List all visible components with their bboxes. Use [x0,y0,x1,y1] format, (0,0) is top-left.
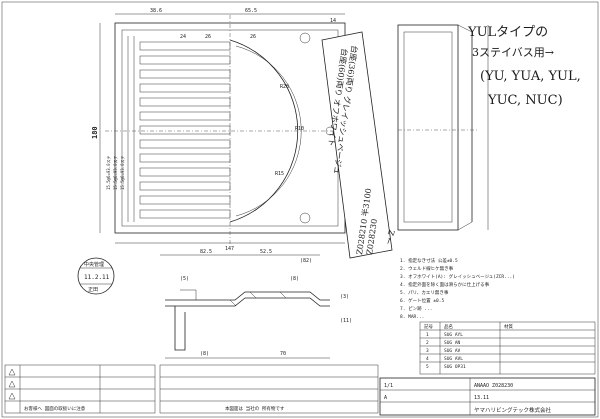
dim-b3: (82) [300,258,312,264]
parts-row-no: 5 [426,364,429,370]
note-3: 3. オフホワイト(A): グレイッシュベージュ(ZCR...) [400,273,515,280]
stamp-top: 中央管理 [84,261,104,268]
general-notes: 1. 指定なき寸法 公差±0.5 2. ウェルド線ヒケ無き事 3. オフホワイト… [400,257,515,320]
vertical-note-2: 15.5@6=93.0ステ [112,156,118,191]
dim-w3: 26 [250,34,256,40]
parts-header-3: 材質 [504,323,513,330]
dim-w2: 26 [205,34,211,40]
note-8: 8. MAR... [400,314,424,320]
parts-row-name: SUG AYL [444,332,463,338]
revision-table: お客様へ 図面の取扱いに注意 [4,364,156,414]
parts-row-no: 3 [426,348,429,354]
dim-height: 180 [91,126,99,139]
hw-line-1: YULタイプの [467,25,548,40]
vertical-note-3: 15.5@6=93.0ステ [119,156,125,191]
note-4: 4. 指定外面を除く面は滑らかに仕上げる事 [400,281,490,288]
parts-row-name: SUG AN [444,340,461,346]
dim-r1: R28 [280,84,289,90]
dim-r2: R10 [295,126,304,132]
drawing-date: 13.11 [474,395,489,401]
drawing-number: ANAAO Z028230 [474,383,513,389]
footer-left-note: お客様へ 図面の取扱いに注意 [24,405,86,412]
note-1: 1. 指定なき寸法 公差±0.5 [400,257,458,264]
dim-b1: 82.5 [200,249,212,255]
side-view [397,24,489,231]
section-view: 82.5 52.5 (82) (8) (5) (8) 70 (3) (11) [160,249,352,359]
bottom-strip: 本図面は 当社の 所有物です [159,364,379,414]
company-name: ヤマハリビングテック株式会社 [474,406,552,414]
parts-header-2: 品名 [444,323,453,330]
note-5: 5. パリ、カエリ無き事 [400,289,449,296]
dim-s1: (8) [200,351,209,357]
stamp-date: 11.2.11 [84,274,110,281]
grate-slots [139,41,231,219]
dim-s5: (3) [340,294,349,300]
dim-s4: 70 [280,351,286,357]
dim-bottom: 147 [225,246,234,252]
dim-r3: R15 [275,171,284,177]
mount-hole [299,212,311,224]
dim-s2: (5) [180,276,189,282]
vertical-note-1: 15.5@6=93.0ステ [105,156,111,191]
drawing-revision: A [384,395,387,401]
dim-top-b: 65.5 [245,8,257,14]
dim-top-c: 14 [330,18,336,24]
parts-row-no: 4 [426,356,429,362]
footer-center-note: 本図面は 当社の 所有物です [225,405,285,412]
parts-row-name: SUG OP31 [444,364,466,370]
approval-stamp: 中央管理 11.2.11 正田 [77,257,115,295]
hw-line-2: 3ステイバス用→ [472,46,554,59]
dim-s6: (11) [340,318,352,324]
parts-row-no: 1 [426,332,429,338]
dim-s3: (8) [290,276,299,282]
parts-row-no: 2 [426,340,429,346]
dim-w1: 24 [180,34,186,40]
note-2: 2. ウェルド線ヒケ無き事 [400,265,454,272]
handwritten-strip: 台座(36)両り グレイッシュベージュ 台座(60)両り オフホワイト Z028… [321,31,397,259]
stamp-bottom: 正田 [88,287,98,293]
dim-top-a: 38.6 [150,8,162,14]
mount-hole [299,32,311,44]
top-view: 38.6 65.5 14 24 26 26 R28 R10 R15 180 14… [91,8,346,252]
note-6: 6. ゲート位置 ±0.5 [400,297,444,304]
parts-table: 記号 品名 材質 1 SUG AYL 2 SUG AN 3 SUG AV 4 S… [419,321,596,375]
title-block: ANAAO Z028230 1/1 A 13.11 ヤマハリビングテック株式会社 [379,377,596,416]
note-7: 7. ピン跡 ... [400,305,432,312]
parts-row-name: SUG AV [444,348,461,354]
parts-row-name: SUG AVL [444,356,463,362]
hw-line-4: YUC, NUC) [487,93,563,108]
parts-header-1: 記号 [424,323,433,330]
handwritten-header: YULタイプの 3ステイバス用→ (YU, YUA, YUL, YUC, NUC… [467,25,581,108]
hw-line-3: (YU, YUA, YUL, [480,69,581,84]
dim-b2: 52.5 [260,249,272,255]
drawing-scale: 1/1 [384,383,393,389]
